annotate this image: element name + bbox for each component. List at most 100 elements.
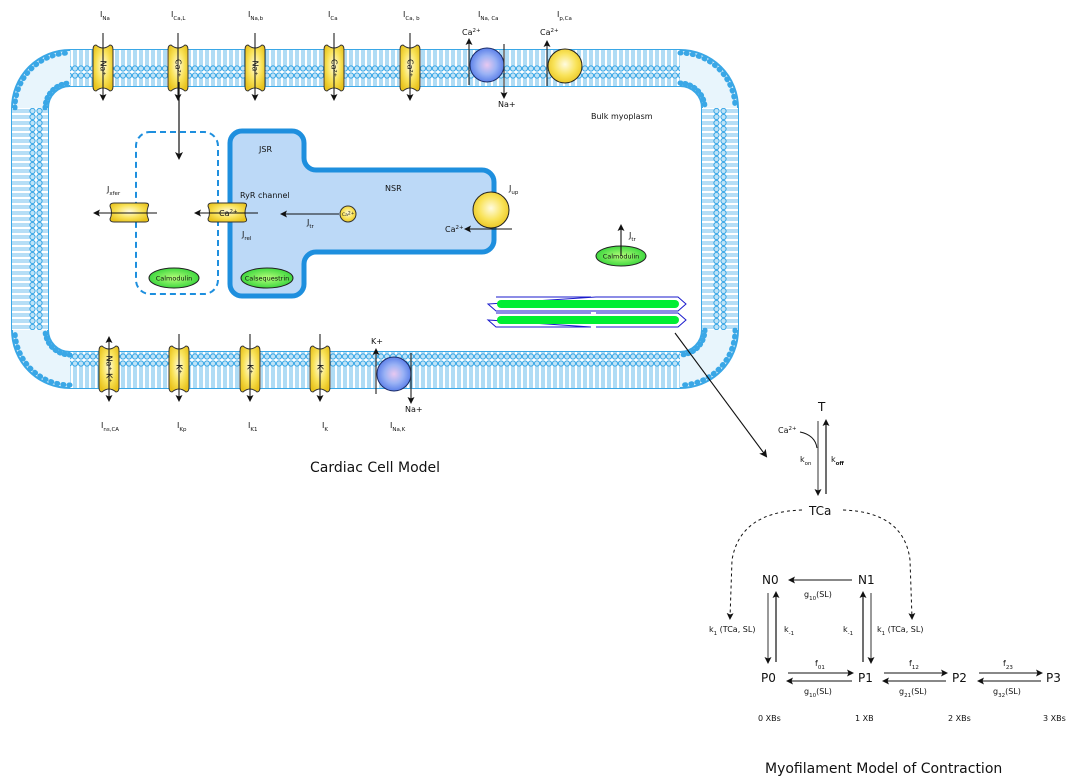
- km1-left-label: k-1: [784, 625, 794, 637]
- top-channel-4-ion: Ca²⁺: [330, 59, 339, 77]
- bottom-channel-4: K⁺: [309, 334, 331, 402]
- jxfer-label: Jxfer: [106, 185, 121, 197]
- calmodulin-subspace: Calmodulin: [148, 267, 200, 289]
- ncx-exchanger: Ca2+ Na+: [462, 28, 516, 109]
- membrane-top: [70, 50, 680, 86]
- sr-ca-ion: Ca2+: [342, 211, 355, 219]
- jtr-sr-flux: Ca2+ Jtr: [280, 205, 357, 230]
- state-P1: P1: [858, 671, 873, 685]
- serca-ion: Ca2+: [445, 225, 464, 234]
- xb-label-2: 2 XBs: [948, 714, 971, 723]
- kon-label: kon: [800, 455, 812, 467]
- calmodulin-myoplasm: Calmodulin Jtr: [595, 224, 647, 267]
- bottom-channel-3-ion: K⁺: [246, 364, 255, 373]
- f01-label: f01: [815, 659, 825, 671]
- ca-binding-ion: Ca2+: [778, 426, 797, 435]
- top-channel-5: Ca²⁺: [399, 33, 421, 101]
- xb-label-1: 1 XB: [855, 714, 874, 723]
- label-I-Cab: ICa, b: [403, 10, 420, 22]
- top-channel-3: Na⁺: [244, 33, 266, 101]
- top-channel-4: Ca²⁺: [323, 33, 345, 101]
- calsequestrin: Calsequestrin: [240, 267, 294, 289]
- bottom-channel-2-ion: K⁺: [175, 364, 184, 373]
- jup-label: Jup: [508, 184, 519, 196]
- jrel-label: Jrel: [241, 230, 252, 242]
- ca-pump: Ca2+: [540, 28, 583, 86]
- cell-membrane: [11, 49, 739, 389]
- bottom-channel-2: K⁺: [168, 334, 190, 402]
- nsr-label: NSR: [385, 184, 402, 193]
- membrane-bottom: [70, 352, 680, 388]
- bottom-channel-1: Na⁺ K⁺: [98, 336, 120, 402]
- cardiac-cell-model-title: Cardiac Cell Model: [310, 460, 440, 476]
- calmodulin-subspace-label: Calmodulin: [156, 275, 193, 283]
- ion-ca-pump: Ca2+: [540, 28, 559, 37]
- f23-label: f23: [1003, 659, 1013, 671]
- membrane-left: [12, 108, 48, 330]
- myofilament-model-title: Myofilament Model of Contraction: [765, 761, 1002, 777]
- f12-label: f12: [909, 659, 919, 671]
- state-N0: N0: [762, 573, 779, 587]
- state-TCa: TCa: [808, 504, 831, 518]
- bottom-channel-1-ion: Na⁺ K⁺: [105, 355, 114, 382]
- myofilament-state-diagram: T TCa Ca2+ kon koff N0 N1 g10(SL) k1 (TC…: [709, 400, 1066, 723]
- g32-label: g32(SL): [993, 687, 1021, 699]
- jtr-myo-label: Jtr: [628, 231, 637, 243]
- km1-right-label: k-1: [843, 625, 853, 637]
- koff-label: koff: [831, 455, 844, 467]
- top-channel-1-ion: Na⁺: [99, 60, 108, 75]
- label-I-NaCa: INa, Ca: [478, 10, 499, 22]
- bottom-channel-4-ion: K⁺: [316, 364, 325, 373]
- ryr-channel: Ca2+ Jrel: [194, 202, 258, 242]
- top-channel-2: Ca²⁺: [167, 33, 189, 101]
- state-P3: P3: [1046, 671, 1061, 685]
- xb-label-0: 0 XBs: [758, 714, 781, 723]
- state-P0: P0: [761, 671, 776, 685]
- state-P2: P2: [952, 671, 967, 685]
- label-I-Ca: ICa: [328, 10, 338, 22]
- label-I-NaK: INa,K: [390, 421, 406, 433]
- bulk-myoplasm-label: Bulk myoplasm: [591, 112, 653, 121]
- label-I-nsCa: Ins,CA: [101, 421, 119, 433]
- ion-na-in-nak: Na+: [405, 405, 423, 414]
- membrane-right: [702, 108, 738, 330]
- label-I-K: IK: [322, 421, 328, 433]
- label-I-Na: INa: [100, 10, 110, 22]
- nak-pump: K+ Na+: [371, 337, 423, 414]
- k1-right-label: k1 (TCa, SL): [877, 625, 923, 637]
- thin-filament-bottom: [497, 316, 679, 324]
- bottom-current-labels: Ins,CA IKp IK1 IK INa,K: [101, 421, 406, 433]
- calmodulin-myoplasm-label: Calmodulin: [603, 253, 640, 261]
- label-I-CaL: ICa,L: [171, 10, 186, 22]
- xb-label-3: 3 XBs: [1043, 714, 1066, 723]
- label-I-pCa: Ip,Ca: [557, 10, 572, 22]
- g10-top-label: g10(SL): [804, 590, 832, 602]
- bottom-channel-3: K⁺: [239, 334, 261, 402]
- ryr-channel-label: RyR channel: [240, 191, 290, 200]
- top-channel-3-ion: Na⁺: [251, 60, 260, 75]
- jxfer-channel: Jxfer: [93, 185, 157, 223]
- g21-label: g21(SL): [899, 687, 927, 699]
- link-arrow-to-myofilament: [674, 332, 768, 458]
- ion-k-out: K+: [371, 337, 383, 346]
- ion-na-in: Na+: [498, 100, 516, 109]
- myofilaments: [486, 296, 687, 328]
- top-current-labels: INa ICa,L INa,b ICa ICa, b INa, Ca Ip,Ca: [100, 10, 572, 22]
- top-channel-2-ion: Ca²⁺: [174, 59, 183, 77]
- g10-label: g10(SL): [804, 687, 832, 699]
- sarcoplasmic-reticulum: [227, 128, 497, 299]
- jtr-sr-label: Jtr: [306, 218, 315, 230]
- calsequestrin-label: Calsequestrin: [245, 275, 290, 283]
- top-channel-1: Na⁺: [92, 33, 114, 101]
- ryr-ion: Ca2+: [219, 209, 238, 218]
- label-I-K1: IK1: [248, 421, 257, 433]
- jsr-label: JSR: [258, 145, 272, 154]
- state-N1: N1: [858, 573, 875, 587]
- state-T: T: [817, 400, 826, 414]
- k1-left-label: k1 (TCa, SL): [709, 625, 755, 637]
- label-I-Nab: INa,b: [248, 10, 264, 22]
- label-I-Kp: IKp: [177, 421, 187, 433]
- ion-ca-out: Ca2+: [462, 28, 481, 37]
- top-channel-5-ion: Ca²⁺: [406, 59, 415, 77]
